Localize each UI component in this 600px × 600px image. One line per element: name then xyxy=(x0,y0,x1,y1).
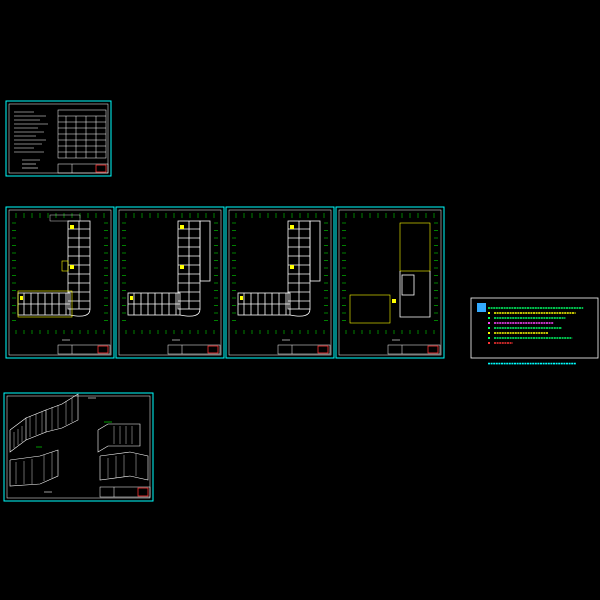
notes-title-block xyxy=(57,163,109,174)
info-icon xyxy=(477,303,486,312)
door-window-schedule-table xyxy=(57,109,107,159)
sheet-inner-frame xyxy=(228,209,332,356)
notes-text-block xyxy=(14,111,48,169)
legend-bullet-3 xyxy=(488,322,490,324)
building-walls xyxy=(237,220,321,317)
legend-text-lines xyxy=(488,307,584,365)
roof-outline-upper xyxy=(399,222,431,272)
axonometric-view-2 xyxy=(88,397,149,481)
highlight-marker xyxy=(290,265,294,269)
curved-corner xyxy=(289,308,311,317)
entrance-marker xyxy=(61,260,69,272)
sheet-inner-frame xyxy=(8,209,112,356)
sheet-frame xyxy=(225,206,335,359)
highlight-marker xyxy=(290,225,294,229)
highlight-marker xyxy=(240,296,243,300)
legend-bullet-7 xyxy=(488,342,490,344)
floor-plan-1[interactable] xyxy=(5,206,115,359)
legend-bullet-1 xyxy=(488,312,490,314)
axis-grid-marks xyxy=(342,213,438,334)
floor-plan-4[interactable] xyxy=(335,206,445,359)
axis-grid-marks xyxy=(122,213,218,334)
design-notes-sheet[interactable] xyxy=(5,100,112,177)
building-walls xyxy=(349,222,431,324)
axonometric-sheet[interactable] xyxy=(3,392,154,502)
legend-bullet-6 xyxy=(488,337,490,339)
sheet-title-block xyxy=(387,339,441,355)
building-walls xyxy=(17,214,91,318)
curved-corner xyxy=(69,308,91,317)
sheet-frame xyxy=(335,206,445,359)
highlight-marker xyxy=(70,225,74,229)
roof-outline-lower xyxy=(349,294,391,324)
legend-note-panel[interactable] xyxy=(470,297,599,365)
stair-core xyxy=(401,274,415,296)
site-label-box xyxy=(49,214,81,222)
highlight-marker xyxy=(70,265,74,269)
axis-grid-marks xyxy=(232,213,328,334)
highlight-marker xyxy=(180,225,184,229)
legend-bullet-2 xyxy=(488,317,490,319)
axis-grid-marks xyxy=(12,213,108,334)
sheet-inner-frame xyxy=(338,209,442,356)
sheet-inner-frame xyxy=(118,209,222,356)
legend-bullet-5 xyxy=(488,332,490,334)
side-rooms xyxy=(199,220,211,282)
sheet-title-block xyxy=(167,339,221,355)
sheet-frame xyxy=(115,206,225,359)
curved-corner xyxy=(179,308,201,317)
axonometric-title-block xyxy=(99,486,151,498)
highlight-marker xyxy=(180,265,184,269)
legend-bullet-4 xyxy=(488,327,490,329)
ground-outline xyxy=(17,290,73,318)
sheet-frame xyxy=(5,206,115,359)
sheet-title-block xyxy=(277,339,331,355)
building-walls xyxy=(127,220,211,317)
axonometric-view-1 xyxy=(9,393,79,493)
floor-plan-2[interactable] xyxy=(115,206,225,359)
floor-plan-3[interactable] xyxy=(225,206,335,359)
highlight-marker xyxy=(392,299,396,303)
stair-core-outline xyxy=(399,271,431,318)
side-rooms xyxy=(309,220,321,282)
sheet-title-block xyxy=(57,339,111,355)
highlight-marker xyxy=(20,296,23,300)
floor-plans-group xyxy=(5,206,445,359)
highlight-marker xyxy=(130,296,133,300)
